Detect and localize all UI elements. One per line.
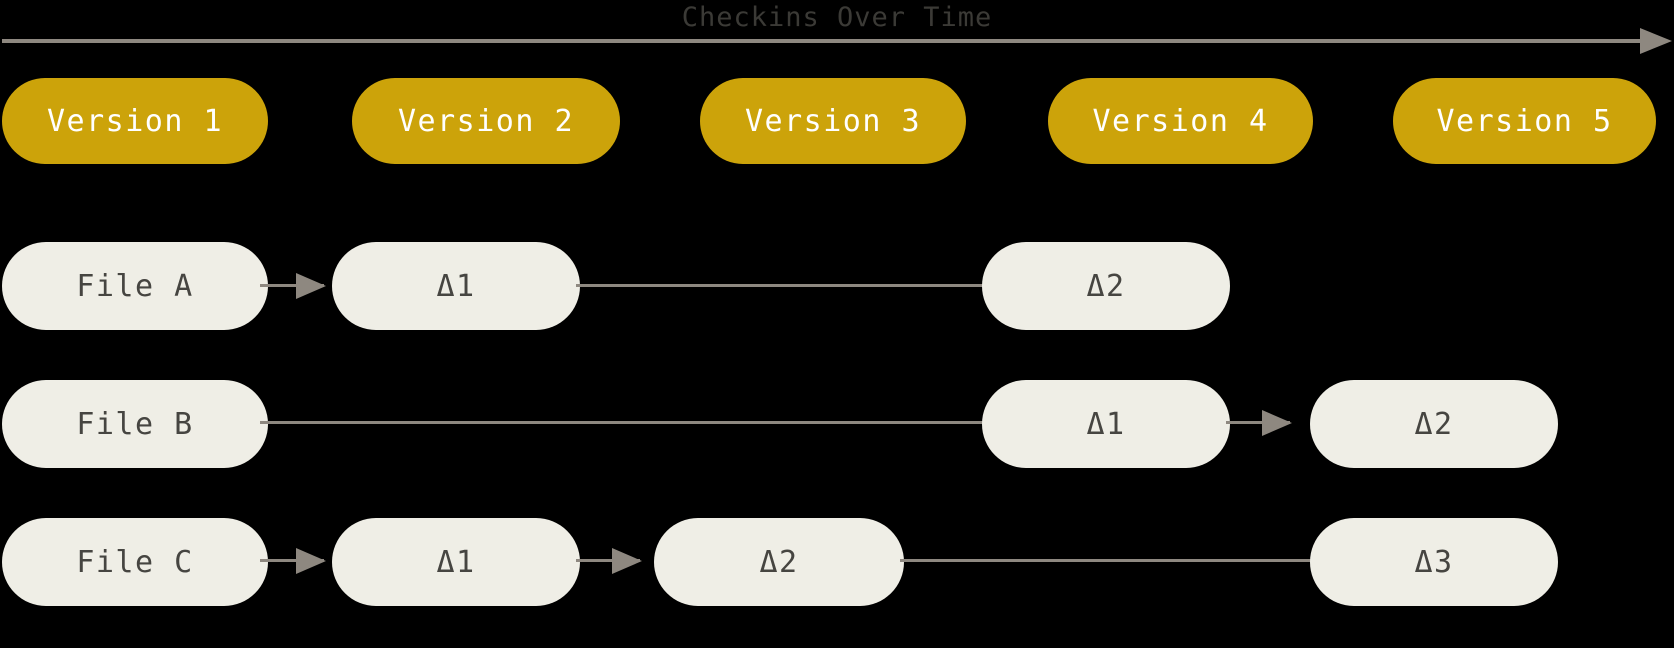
delta-pill-label: Δ2 <box>1086 268 1126 304</box>
delta-pill-label: Δ2 <box>1414 406 1454 442</box>
delta-pill-a-2[interactable]: Δ2 <box>982 242 1230 330</box>
delta-pill-label: Δ3 <box>1414 544 1454 580</box>
delta-pill-label: Δ1 <box>1086 406 1126 442</box>
version-pill-4[interactable]: Version 4 <box>1048 78 1313 164</box>
connector-line-b1 <box>260 421 1008 424</box>
file-pill-label: File A <box>76 268 194 304</box>
file-pill-label: File C <box>76 544 194 580</box>
connector-line-c1 <box>260 559 324 562</box>
delta-pill-label: Δ2 <box>759 544 799 580</box>
page-title: Checkins Over Time <box>681 2 993 33</box>
version-pill-label: Version 1 <box>46 103 224 139</box>
delta-pill-c-1[interactable]: Δ1 <box>332 518 580 606</box>
delta-pill-c-3[interactable]: Δ3 <box>1310 518 1558 606</box>
delta-pill-a-1[interactable]: Δ1 <box>332 242 580 330</box>
version-pill-2[interactable]: Version 2 <box>352 78 620 164</box>
connector-arrowhead-icon-a1 <box>296 273 326 299</box>
file-pill-c[interactable]: File C <box>2 518 268 606</box>
connector-arrowhead-icon-c2 <box>612 548 642 574</box>
timeline-axis-line <box>2 39 1652 43</box>
delta-pill-c-2[interactable]: Δ2 <box>654 518 904 606</box>
connector-arrowhead-icon-c1 <box>296 548 326 574</box>
connector-line-b2 <box>1226 421 1290 424</box>
connector-arrowhead-icon-b2 <box>1262 410 1292 436</box>
version-pill-label: Version 5 <box>1436 103 1613 139</box>
delta-pill-b-1[interactable]: Δ1 <box>982 380 1230 468</box>
connector-line-c3 <box>900 559 1355 562</box>
version-pill-label: Version 4 <box>1092 103 1269 139</box>
connector-line-a1 <box>260 284 324 287</box>
file-pill-b[interactable]: File B <box>2 380 268 468</box>
version-pill-1[interactable]: Version 1 <box>2 78 268 164</box>
version-pill-label: Version 2 <box>397 103 575 139</box>
connector-line-a2 <box>576 284 1008 287</box>
connector-line-c2 <box>576 559 640 562</box>
version-pill-label: Version 3 <box>744 103 922 139</box>
timeline-axis-arrowhead-icon <box>1640 28 1672 54</box>
delta-pill-label: Δ1 <box>436 268 476 304</box>
delta-pill-b-2[interactable]: Δ2 <box>1310 380 1558 468</box>
file-pill-label: File B <box>76 406 194 442</box>
version-pill-3[interactable]: Version 3 <box>700 78 966 164</box>
file-pill-a[interactable]: File A <box>2 242 268 330</box>
version-pill-5[interactable]: Version 5 <box>1393 78 1656 164</box>
delta-pill-label: Δ1 <box>436 544 476 580</box>
